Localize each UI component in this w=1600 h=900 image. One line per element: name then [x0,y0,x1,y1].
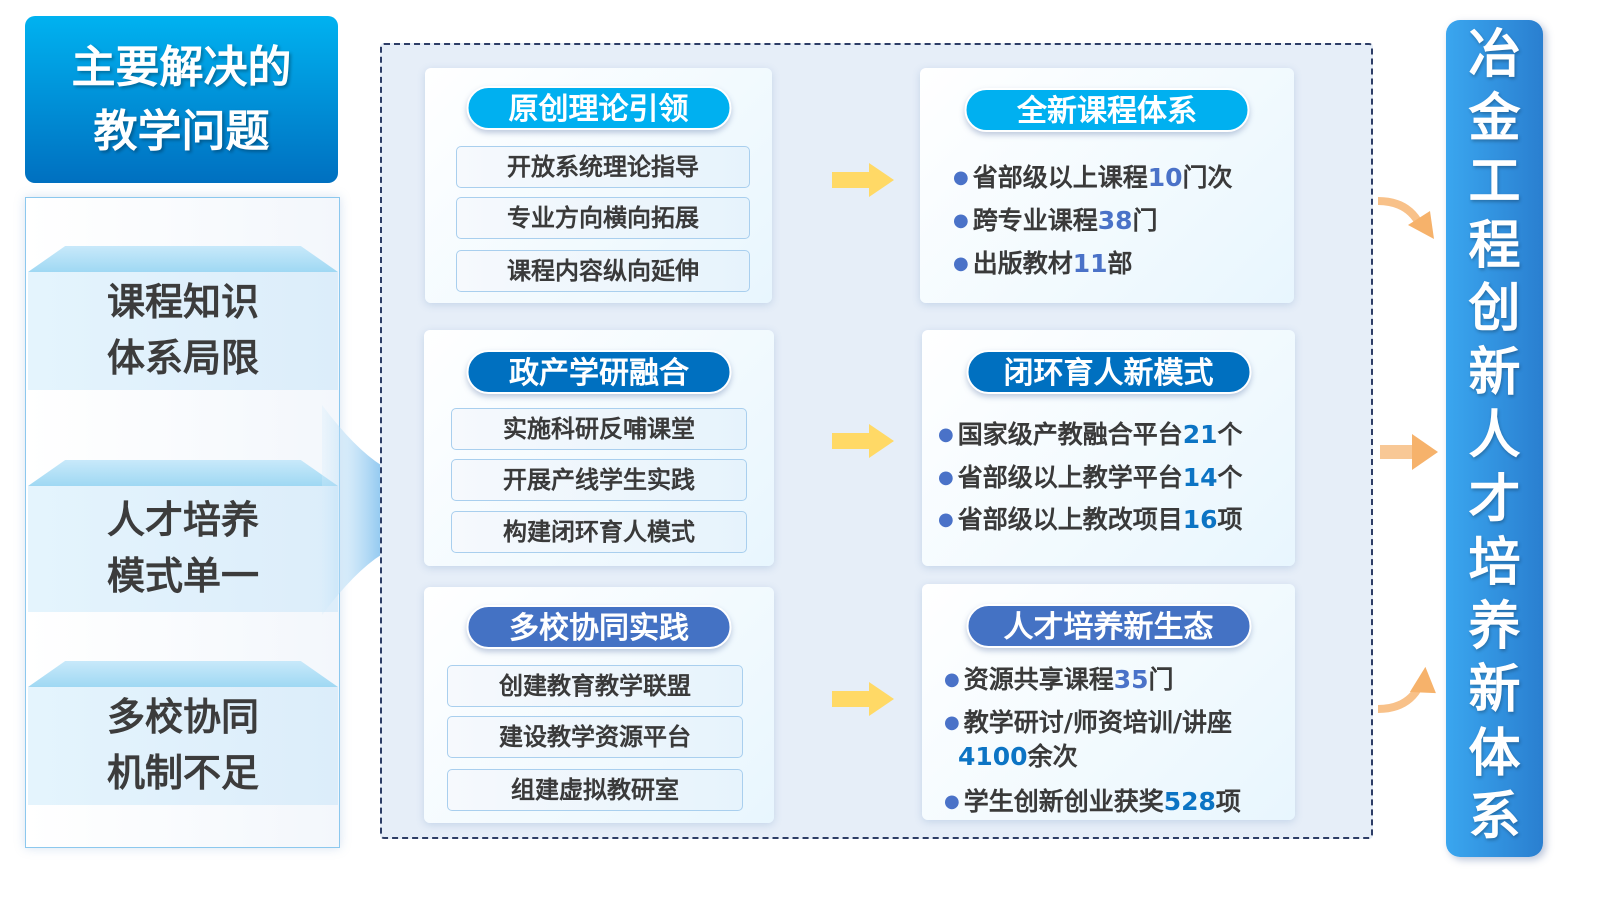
problems-header: 主要解决的 教学问题 [25,16,338,183]
result-bullet: ●省部级以上课程10门次 [953,163,1233,192]
measure-item: 建设教学资源平台 [447,716,743,758]
result-card: 闭环育人新模式 ●国家级产教融合平台21个 ●省部级以上教学平台14个 ●省部级… [922,330,1295,566]
measure-item: 实施科研反哺课堂 [451,408,747,450]
measure-item: 开展产线学生实践 [451,459,747,501]
result-title: 闭环育人新模式 [966,350,1251,394]
result-bullet: ●国家级产教融合平台21个 [938,420,1243,449]
measure-item: 创建教育教学联盟 [447,665,743,707]
problem-item: 人才培养模式单一 [28,460,338,612]
measure-title: 政产学研融合 [466,350,732,394]
result-bullet: ●跨专业课程38门 [953,206,1158,235]
measure-item: 课程内容纵向延伸 [456,250,750,292]
right-arrow-icon [832,682,894,716]
right-arrow-orange-icon [1380,434,1438,470]
result-bullet: ●出版教材11部 [953,249,1133,278]
measure-card: 政产学研融合 实施科研反哺课堂 开展产线学生实践 构建闭环育人模式 [424,330,774,566]
big-right-arrow-icon [322,405,422,615]
problem-item: 课程知识体系局限 [28,246,338,390]
result-title: 全新课程体系 [964,88,1250,132]
right-arrow-icon [832,424,894,458]
result-bullet: ●学生创新创业获奖528项 [944,787,1241,816]
header-line1: 主要解决的 [71,42,292,93]
problems-panel: 课程知识体系局限 人才培养模式单一 多校协同机制不足 [25,197,340,848]
result-bullet: ●省部级以上教改项目16项 [938,505,1243,534]
measure-item: 组建虚拟教研室 [447,769,743,811]
measure-item: 专业方向横向拓展 [456,197,750,239]
right-arrow-icon [832,163,894,197]
measure-card: 原创理论引领 开放系统理论指导 专业方向横向拓展 课程内容纵向延伸 [425,68,772,303]
problem-item: 多校协同机制不足 [28,661,338,805]
outcome-vertical-banner: 冶金工程创新人才培养新体系 [1446,20,1543,857]
curved-arrow-down-icon [1378,197,1434,239]
measure-item: 构建闭环育人模式 [451,511,747,553]
measure-card: 多校协同实践 创建教育教学联盟 建设教学资源平台 组建虚拟教研室 [424,587,774,823]
measure-title: 多校协同实践 [466,605,732,649]
header-line2: 教学问题 [93,106,270,157]
measure-item: 开放系统理论指导 [456,146,750,188]
result-bullet: ●资源共享课程35门 [944,665,1174,694]
result-title: 人才培养新生态 [966,604,1251,648]
curved-arrow-up-icon [1378,666,1436,713]
result-card: 全新课程体系 ●省部级以上课程10门次 ●跨专业课程38门 ●出版教材11部 [920,68,1294,303]
outcome-title: 冶金工程创新人才培养新体系 [1468,25,1521,847]
result-bullet: ●省部级以上教学平台14个 [938,463,1243,492]
measure-title: 原创理论引领 [466,86,731,130]
